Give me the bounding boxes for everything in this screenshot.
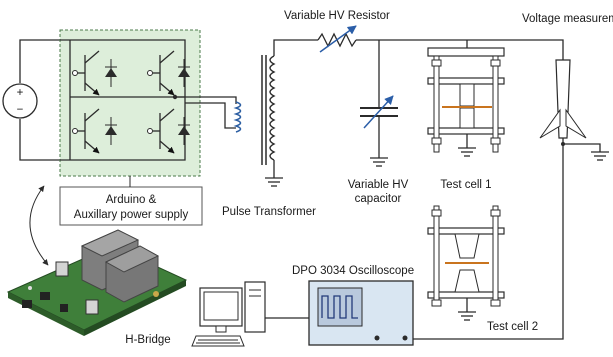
igbt-switch-icon xyxy=(72,108,117,154)
h-bridge-label: H-Bridge xyxy=(125,334,170,346)
igbt-switch-icon xyxy=(147,108,190,154)
test-cell-2-label: Test cell 2 xyxy=(487,321,538,333)
oscilloscope-icon xyxy=(308,280,414,346)
h-bridge-rails xyxy=(60,39,186,161)
variable-hv-resistor-label: Variable HV Resistor xyxy=(284,10,390,22)
test-cell-1-label: Test cell 1 xyxy=(440,179,491,191)
dc-source-icon: + − xyxy=(2,39,60,161)
curved-arrow-icon xyxy=(29,185,49,266)
test-cell-icon xyxy=(427,205,505,312)
pulse-transformer-icon xyxy=(233,55,276,165)
primary-lead-bottom xyxy=(185,102,236,129)
hv-bus-top xyxy=(356,39,564,60)
pcb-board-icon xyxy=(6,229,188,336)
hv-probe-icon xyxy=(539,59,587,150)
probe-to-scope-wire xyxy=(411,150,564,340)
ground-icon xyxy=(265,177,283,187)
computer-icon xyxy=(191,281,266,347)
ground-icon xyxy=(591,151,609,161)
variable-hv-capacitor-label-line2: capacitor xyxy=(355,193,402,205)
variable-resistor-icon xyxy=(317,25,357,53)
oscilloscope-label: DPO 3034 Oscilloscope xyxy=(292,265,414,277)
igbt-switch-icon xyxy=(72,50,117,96)
voltage-measurement-label: Voltage measurement xyxy=(522,13,613,25)
arduino-box xyxy=(59,186,203,226)
pulse-transformer-label: Pulse Transformer xyxy=(222,206,316,218)
ground-icon xyxy=(458,147,476,157)
primary-lead-top xyxy=(175,96,237,104)
variable-hv-capacitor-label-line1: Variable HV xyxy=(348,179,409,191)
arduino-label-line2: Auxillary power supply xyxy=(74,209,189,221)
variable-capacitor-icon xyxy=(360,40,398,158)
test-cell-icon xyxy=(427,40,505,153)
igbt-switch-icon xyxy=(147,50,190,96)
source-minus: − xyxy=(17,104,24,116)
ground-icon xyxy=(370,157,388,167)
arduino-label-line1: Arduino & xyxy=(106,194,157,206)
source-plus: + xyxy=(17,87,24,99)
h-bridge-box xyxy=(59,29,201,177)
ground-icon xyxy=(458,311,476,321)
